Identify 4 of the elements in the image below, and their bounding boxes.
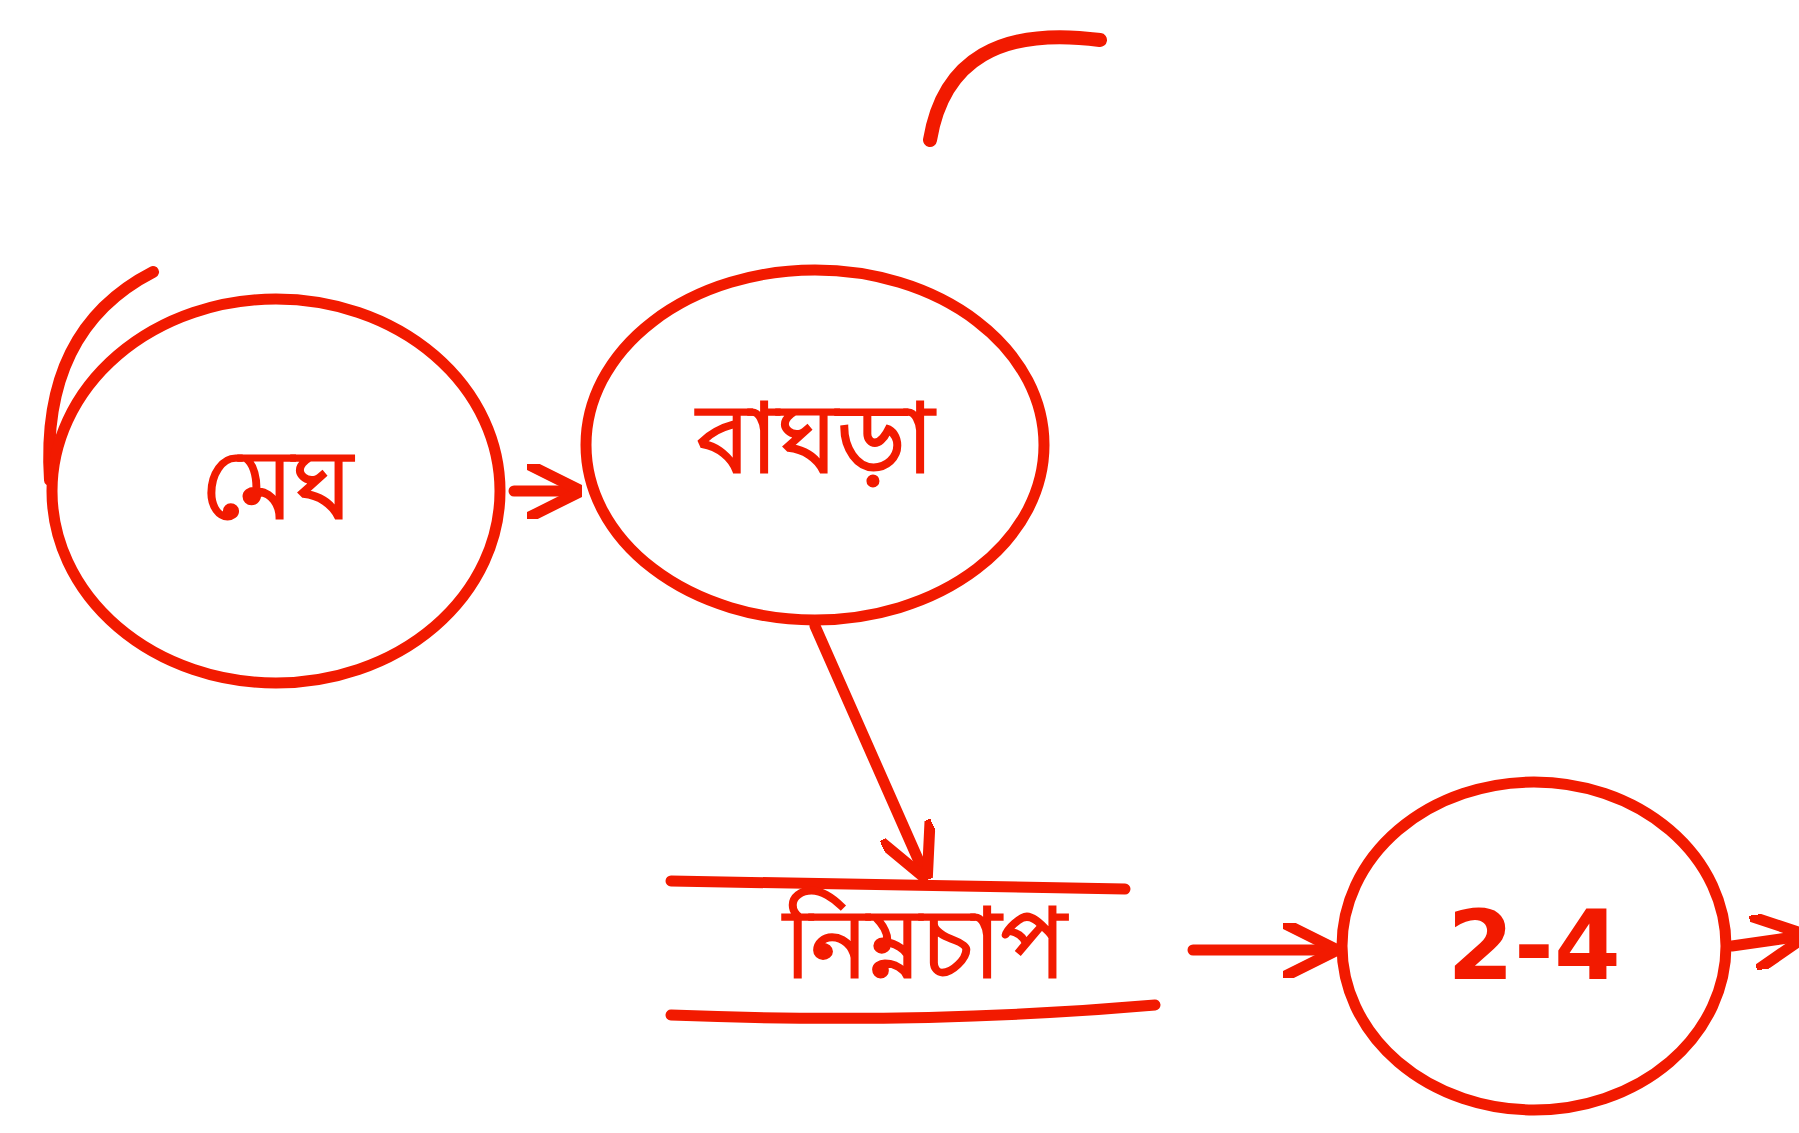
node-label: 2-4 — [1447, 890, 1621, 1002]
circle-node — [1336, 776, 1732, 1116]
circle-node — [46, 293, 506, 689]
circle-node — [580, 264, 1050, 626]
